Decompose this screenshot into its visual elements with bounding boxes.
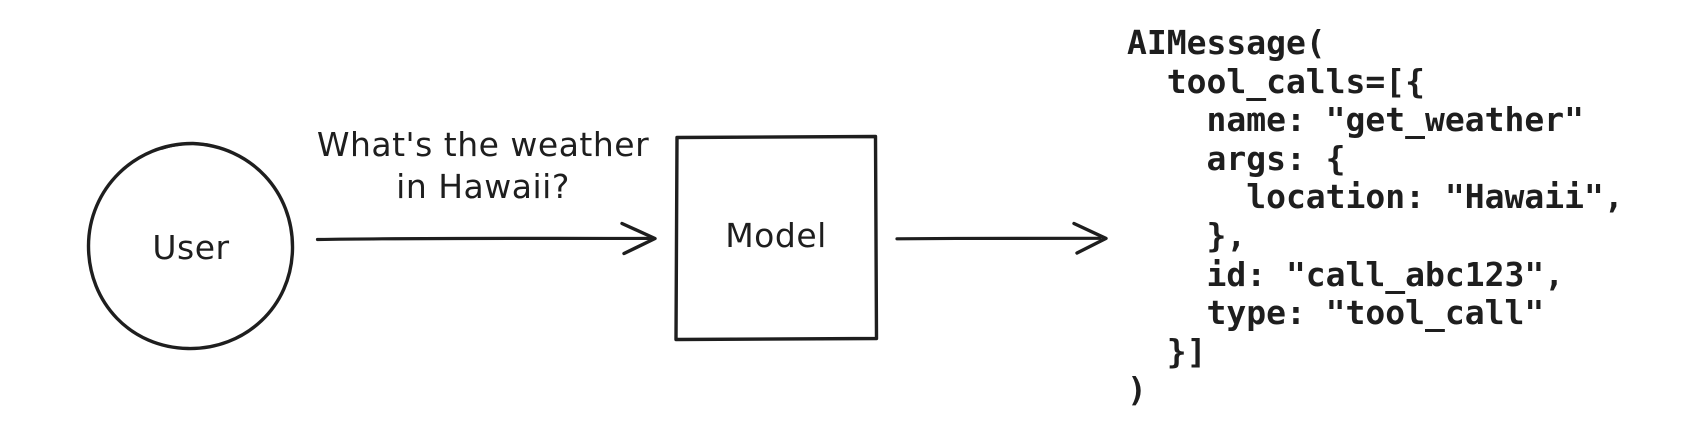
- code-line: AIMessage(: [1127, 23, 1326, 62]
- code-line: },: [1127, 215, 1247, 255]
- user-message-line-1: What's the weather: [316, 125, 650, 164]
- arrow-model-to-output-shaft: [895, 236, 1102, 241]
- code-line: type: "tool_call": [1127, 293, 1545, 333]
- user-circle: [86, 141, 295, 351]
- code-line: tool_calls=[{: [1127, 61, 1426, 101]
- user-message-line-2: in Hawaii?: [396, 167, 570, 206]
- code-line: name: "get_weather": [1127, 100, 1584, 140]
- code-line: ): [1127, 370, 1147, 410]
- code-line: }]: [1127, 331, 1207, 371]
- model-box: [674, 134, 879, 342]
- user-node-label: User: [152, 227, 230, 267]
- ai-message-code-block: AIMessage( tool_calls=[{ name: "get_weat…: [1127, 23, 1624, 410]
- arrow-model-to-output-head: [1072, 221, 1108, 255]
- user-circle-overlap-stroke: [160, 142, 209, 150]
- code-line: id: "call_abc123",: [1127, 254, 1565, 294]
- code-line: location: "Hawaii",: [1127, 177, 1624, 217]
- user-message-text: What's the weather in Hawaii?: [303, 124, 663, 208]
- code-line: args: {: [1127, 138, 1346, 178]
- arrow-user-to-model-shaft: [315, 236, 652, 242]
- model-node-label: Model: [725, 216, 827, 255]
- arrow-user-to-model-head: [620, 221, 657, 256]
